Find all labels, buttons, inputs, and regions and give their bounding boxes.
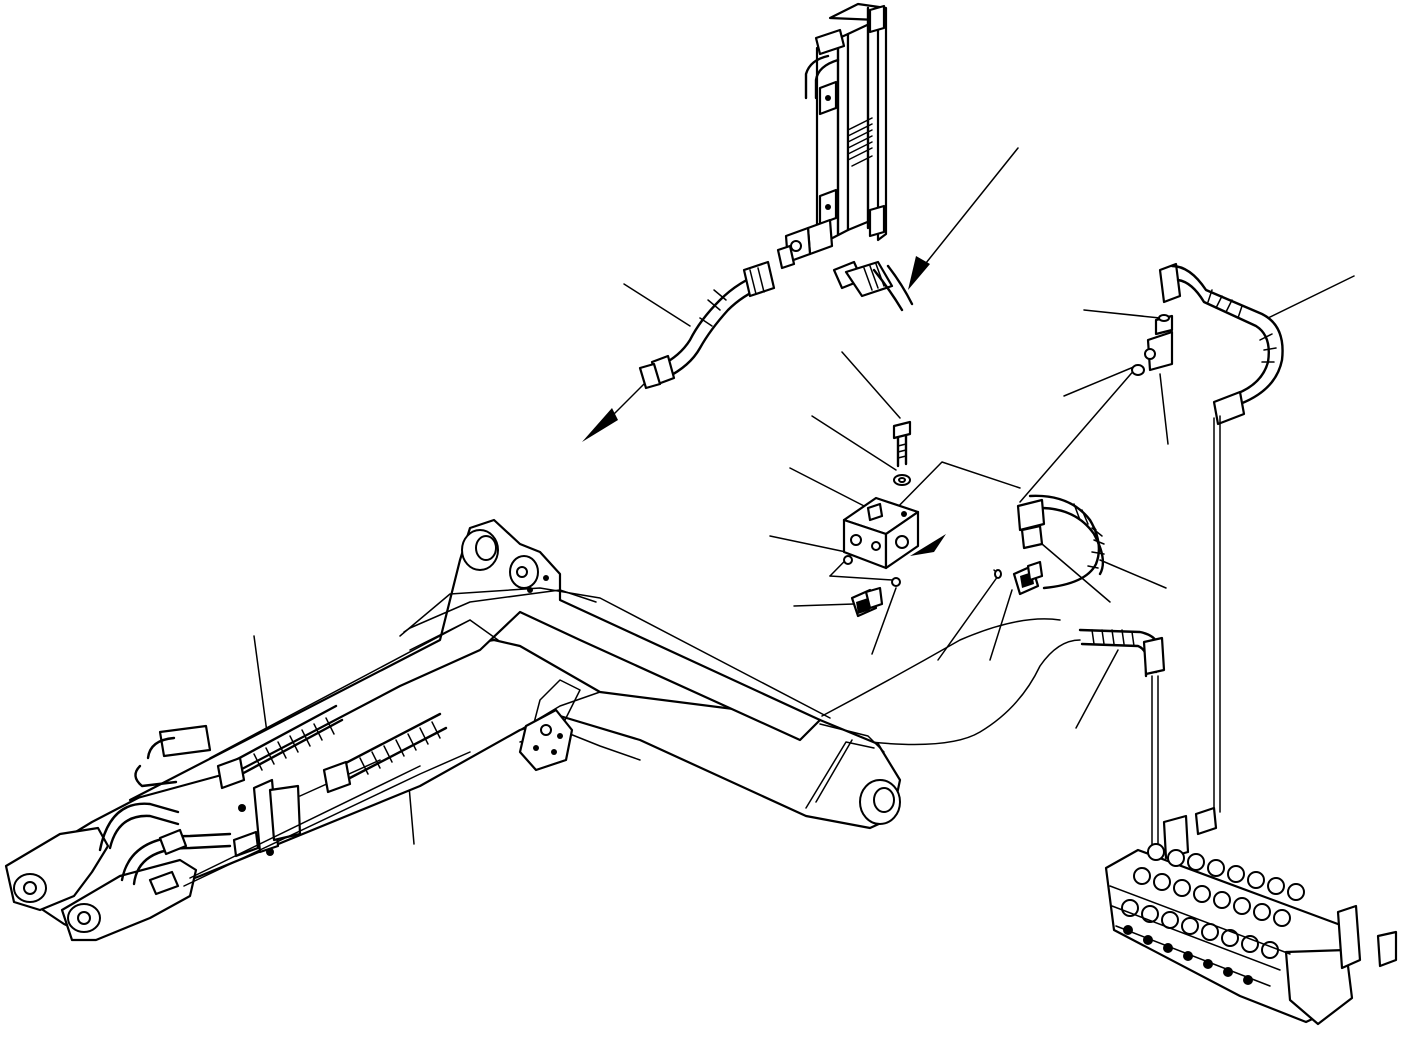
direction-arrow-2 — [908, 147, 1019, 290]
bolt — [892, 420, 912, 468]
boom — [4, 518, 902, 942]
plug — [843, 555, 901, 618]
return-hose — [832, 260, 914, 312]
direction-arrow — [582, 383, 645, 442]
connecting-hose — [821, 262, 1284, 847]
cooler-hose — [638, 260, 776, 390]
oil-cooler — [776, 2, 888, 270]
boom-cylinder-hoses — [216, 704, 448, 794]
valve-block — [829, 461, 1021, 581]
control-valve — [1104, 806, 1398, 1026]
valve-spools — [1121, 843, 1305, 985]
elbow-fitting — [993, 560, 1044, 596]
washer — [893, 474, 911, 486]
